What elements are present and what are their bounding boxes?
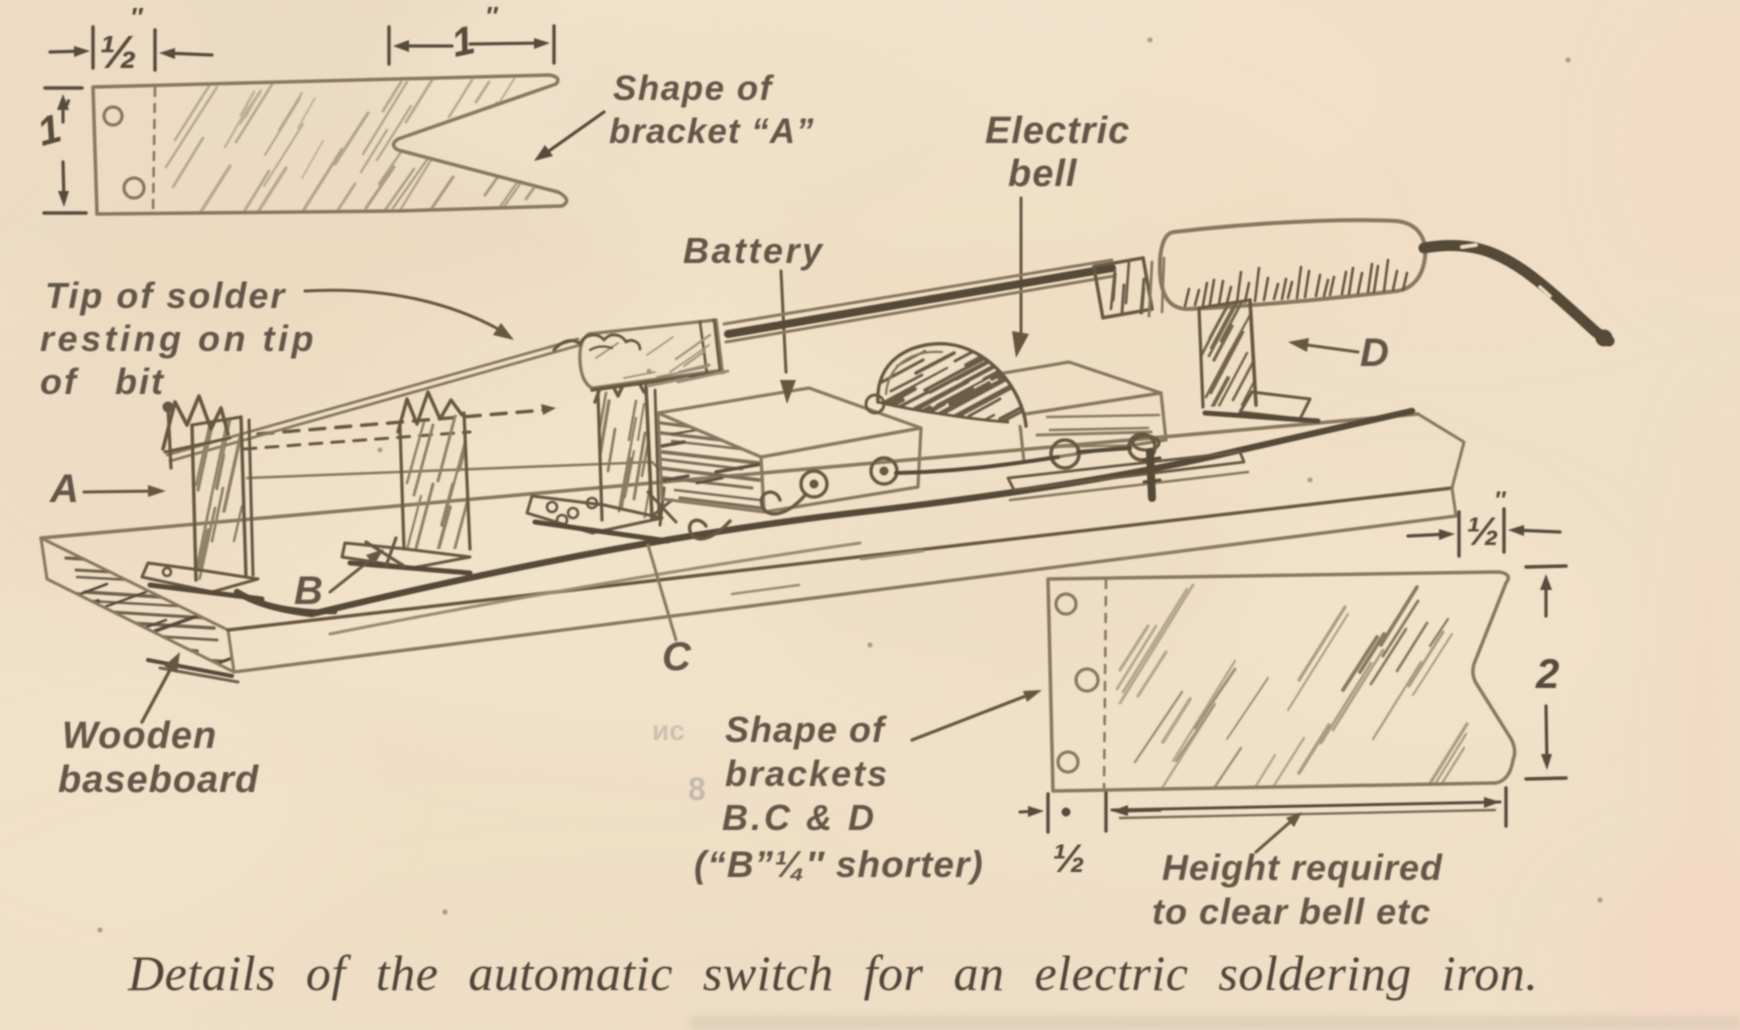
svg-text:bracket “A”: bracket “A” bbox=[609, 112, 815, 151]
svg-text:″: ″ bbox=[485, 1, 499, 31]
svg-text:Shape of: Shape of bbox=[613, 69, 775, 108]
svg-text:A: A bbox=[49, 467, 80, 511]
svg-text:″: ″ bbox=[58, 95, 71, 122]
svg-text:Wooden: Wooden bbox=[62, 715, 217, 757]
svg-text:resting on tip: resting on tip bbox=[40, 318, 317, 359]
svg-text:Tip of solder: Tip of solder bbox=[45, 275, 286, 316]
svg-text:8: 8 bbox=[688, 771, 707, 807]
svg-text:Height required: Height required bbox=[1162, 847, 1443, 888]
svg-text:Battery: Battery bbox=[683, 230, 825, 271]
svg-text:″: ″ bbox=[130, 2, 144, 32]
svg-text:to clear bell etc: to clear bell etc bbox=[1152, 891, 1431, 932]
svg-text:Shape of: Shape of bbox=[725, 709, 887, 750]
svg-text:B.C & D: B.C & D bbox=[722, 797, 877, 838]
svg-text:(“B”¼″ shorter): (“B”¼″ shorter) bbox=[694, 844, 984, 885]
svg-text:½: ½ bbox=[1052, 837, 1085, 881]
svg-text:″: ″ bbox=[1494, 487, 1507, 514]
svg-text:bell: bell bbox=[1008, 153, 1078, 195]
svg-text:C: C bbox=[662, 635, 692, 679]
svg-text:½: ½ bbox=[1466, 510, 1499, 554]
svg-text:baseboard: baseboard bbox=[58, 759, 259, 801]
svg-text:of bit: of bit bbox=[40, 361, 165, 402]
svg-text:Details of the automatic switc: Details of the automatic switch for an e… bbox=[127, 945, 1538, 1001]
svg-text:2: 2 bbox=[1535, 650, 1560, 697]
svg-text:Electric: Electric bbox=[985, 110, 1130, 152]
svg-text:B: B bbox=[294, 569, 324, 613]
svg-text:D: D bbox=[1360, 331, 1390, 375]
svg-text:½: ½ bbox=[99, 26, 137, 78]
svg-text:brackets: brackets bbox=[725, 753, 889, 794]
svg-text:ис: ис bbox=[652, 715, 685, 746]
